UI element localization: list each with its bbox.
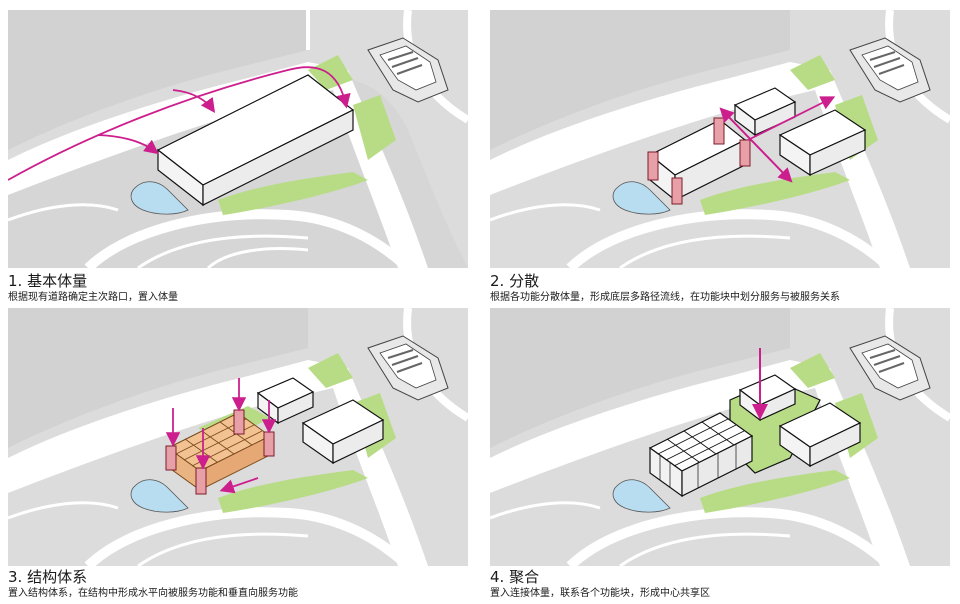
water-pond (130, 181, 189, 215)
volume-east (778, 402, 862, 468)
panel-2-description: 根据各功能分散体量，形成底层多路径流线，在功能块中划分服务与被服务关系 (490, 292, 840, 303)
panel-1-description: 根据现有道路确定主次路口，置入体量 (8, 292, 178, 303)
volume-north (733, 87, 797, 137)
panel-3-description: 置入结构体系，在结构中形成水平向被服务功能和垂直向服务功能 (8, 588, 298, 599)
site-base (490, 10, 950, 268)
volume-west (648, 119, 747, 202)
water-pond (612, 479, 671, 513)
water-pond (612, 181, 671, 215)
main-volume (156, 74, 355, 207)
stadium (849, 335, 931, 401)
panel-4-title: 4. 聚合 (490, 568, 540, 586)
volume-north (256, 377, 315, 425)
panel-3-title: 3. 结构体系 (8, 568, 88, 586)
stadium (367, 37, 449, 103)
caption-4: 4. 聚合 置入连接体量，联系各个功能块，形成中心共享区 (490, 568, 950, 600)
site-base (490, 308, 950, 566)
caption-1: 1. 基本体量 根据现有道路确定主次路口，置入体量 (8, 272, 468, 304)
panel-2-title: 2. 分散 (490, 272, 540, 290)
service-cores (647, 117, 751, 205)
volume-east (778, 109, 867, 177)
panel-disperse (490, 10, 950, 268)
stadium (849, 37, 931, 103)
structure-frame (648, 412, 754, 498)
caption-2: 2. 分散 根据各功能分散体量，形成底层多路径流线，在功能块中划分服务与被服务关… (490, 272, 950, 304)
panel-1-title: 1. 基本体量 (8, 272, 88, 290)
caption-3: 3. 结构体系 置入结构体系，在结构中形成水平向被服务功能和垂直向服务功能 (8, 568, 468, 600)
panel-4-drawing (490, 308, 950, 566)
green-areas (218, 55, 396, 215)
panel-aggregate (490, 308, 950, 566)
volume-east (301, 399, 385, 465)
panel-basic-massing (8, 10, 468, 268)
circulation-arrows (719, 96, 836, 183)
vertical-service-arrows (165, 378, 277, 494)
access-arrows (8, 66, 351, 181)
panel-4-description: 置入连接体量，联系各个功能块，形成中心共享区 (490, 588, 710, 599)
stadium (367, 335, 449, 401)
panel-structure-system (8, 308, 468, 566)
panel-2-drawing (490, 10, 950, 268)
panel-1-drawing (8, 10, 468, 268)
water-pond (130, 479, 189, 513)
panel-3-drawing (8, 308, 468, 566)
